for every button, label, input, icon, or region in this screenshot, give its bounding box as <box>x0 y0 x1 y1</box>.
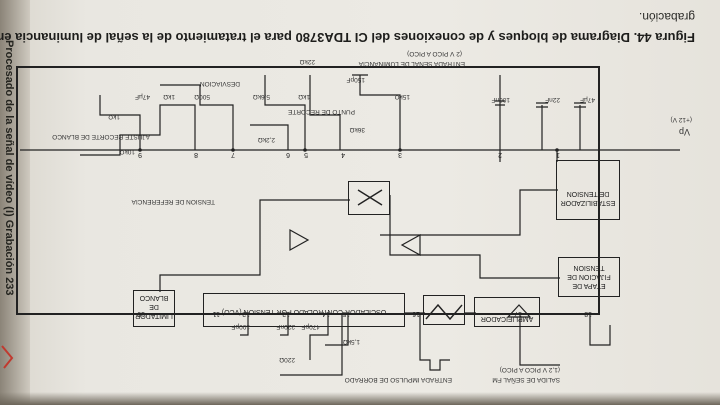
red-ink-mark <box>1 345 14 369</box>
running-header: Procesado de la señal de vídeo (I) Graba… <box>3 40 15 296</box>
page-edge <box>0 0 30 405</box>
page-bottom-shadow <box>0 392 720 405</box>
